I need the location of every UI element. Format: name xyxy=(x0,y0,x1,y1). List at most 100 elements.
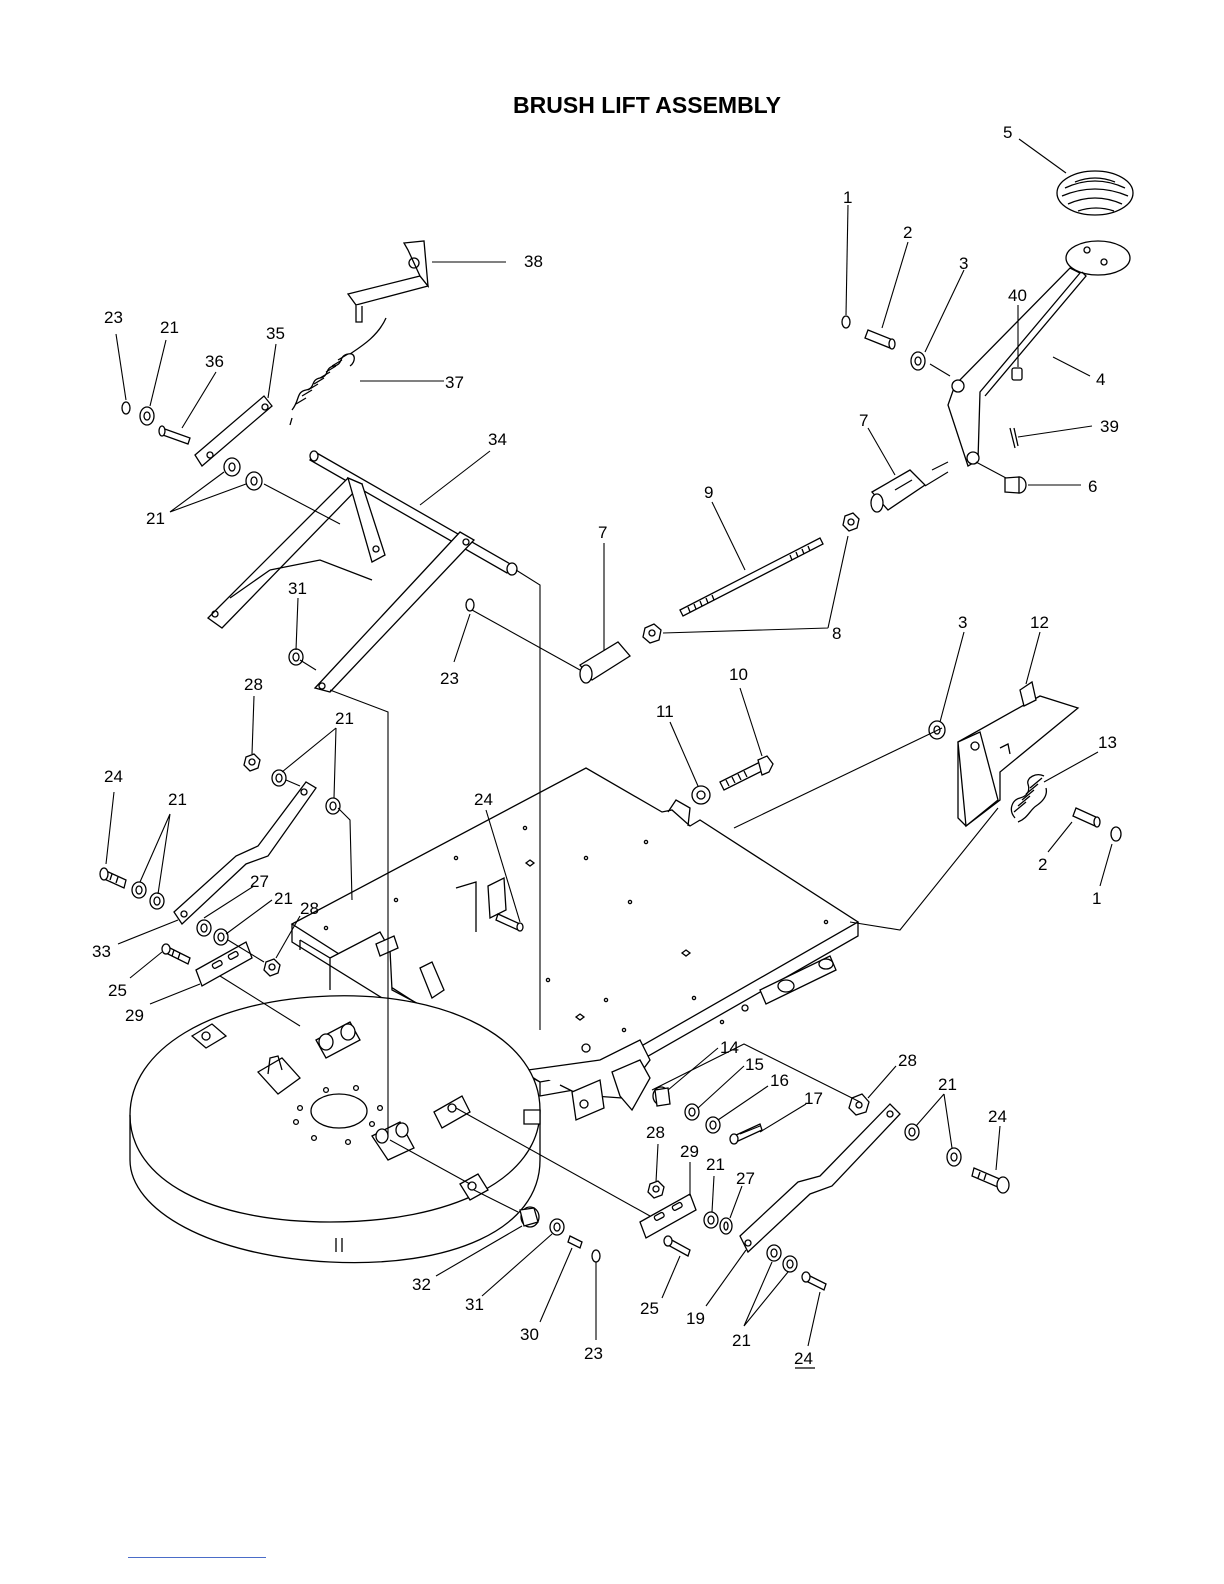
callout-23-lower: 23 xyxy=(584,1344,603,1363)
callout-12: 12 xyxy=(1030,613,1049,632)
bolt-24-lower-right xyxy=(802,1272,826,1290)
callout-24-center: 24 xyxy=(474,790,493,809)
callout-14: 14 xyxy=(720,1038,739,1057)
washer-21-lower-mid xyxy=(704,1212,718,1228)
callout-4: 4 xyxy=(1096,370,1105,389)
pivot-bracket-12 xyxy=(958,682,1078,826)
clevis-7-upper xyxy=(871,470,925,512)
callout-40: 40 xyxy=(1008,286,1027,305)
callout-35: 35 xyxy=(266,324,285,343)
retaining-ring-1 xyxy=(842,316,850,328)
bolt-24-left xyxy=(100,868,126,888)
callout-24-lower-right: 24 xyxy=(794,1349,813,1368)
callout-13: 13 xyxy=(1098,733,1117,752)
lock-washer-27-right xyxy=(720,1218,732,1234)
adjust-plate-29-left xyxy=(196,942,252,986)
callout-7-lower: 7 xyxy=(598,523,607,542)
callout-25-right: 25 xyxy=(640,1299,659,1318)
threaded-rod-9 xyxy=(680,538,823,616)
callout-37: 37 xyxy=(445,373,464,392)
cotter-pin-39 xyxy=(1010,428,1018,448)
hex-nut-8-upper xyxy=(843,513,859,531)
clevis-pin-6 xyxy=(1005,477,1026,493)
torsion-spring-13 xyxy=(1011,775,1046,822)
callout-21-lower-mid: 21 xyxy=(706,1155,725,1174)
hex-nut-8-lower xyxy=(643,624,661,643)
pedal-pad xyxy=(1057,171,1133,215)
callout-8: 8 xyxy=(832,624,841,643)
washer-21-right-a xyxy=(905,1124,919,1140)
callout-3-lower: 3 xyxy=(958,613,967,632)
retaining-ring-23-mid xyxy=(466,599,474,611)
callout-31-lower: 31 xyxy=(465,1295,484,1314)
callout-6: 6 xyxy=(1088,477,1097,496)
washer-15 xyxy=(685,1104,699,1120)
lift-link-33 xyxy=(174,782,316,924)
callout-24-left: 24 xyxy=(104,767,123,786)
spring-bracket-38 xyxy=(348,241,428,322)
callout-38: 38 xyxy=(524,252,543,271)
callout-21-lower-right: 21 xyxy=(732,1331,751,1350)
washer-21-left-a xyxy=(272,770,286,786)
bolt-25-left xyxy=(162,944,190,964)
callout-27-right: 27 xyxy=(736,1169,755,1188)
pin-30 xyxy=(568,1236,582,1248)
washer-28-left xyxy=(244,754,260,771)
callout-9: 9 xyxy=(704,483,713,502)
callout-15: 15 xyxy=(745,1055,764,1074)
callout-27-left: 27 xyxy=(250,872,269,891)
washer-21-right-b xyxy=(947,1148,961,1166)
callout-21-left-lower: 21 xyxy=(274,889,293,908)
callout-19: 19 xyxy=(686,1309,705,1328)
callout-21-right: 21 xyxy=(938,1075,957,1094)
nut-28-lower-mid xyxy=(648,1181,664,1198)
pivot-pin-2 xyxy=(865,330,895,349)
callout-21-left-upper: 21 xyxy=(335,709,354,728)
callout-2: 2 xyxy=(903,223,912,242)
washers-21-lower-right-pair xyxy=(767,1245,797,1272)
callout-28-right: 28 xyxy=(898,1051,917,1070)
callout-31-upper: 31 xyxy=(288,579,307,598)
nut-28-left-lower xyxy=(264,959,280,976)
callout-30: 30 xyxy=(520,1325,539,1344)
callout-24-right: 24 xyxy=(988,1107,1007,1126)
brush-deck xyxy=(130,996,540,1263)
washer-21-left-b xyxy=(326,798,340,814)
shoulder-bolt-36 xyxy=(159,426,190,444)
callout-5: 5 xyxy=(1003,123,1012,142)
spacer-31-lower xyxy=(550,1219,564,1235)
spacer-31-upper xyxy=(289,649,303,665)
bolt-10 xyxy=(720,756,773,790)
callout-25-left: 25 xyxy=(108,981,127,1000)
callout-28-left-lower: 28 xyxy=(300,899,319,918)
callout-34: 34 xyxy=(488,430,507,449)
nut-28-right xyxy=(849,1094,869,1115)
bolt-24-right xyxy=(972,1168,1009,1193)
callout-36: 36 xyxy=(205,352,224,371)
lock-washer-27-left xyxy=(197,920,211,936)
bolt-25-right xyxy=(664,1236,690,1256)
callout-21-upper-left: 21 xyxy=(160,318,179,337)
extension-spring-37 xyxy=(290,318,386,425)
callout-29-right: 29 xyxy=(680,1142,699,1161)
washer-21-left-c xyxy=(214,929,228,945)
callout-10: 10 xyxy=(729,665,748,684)
callout-1-lower: 1 xyxy=(1092,889,1101,908)
callout-33: 33 xyxy=(92,942,111,961)
callout-21-left-pair: 21 xyxy=(168,790,187,809)
callout-28-lower-mid: 28 xyxy=(646,1123,665,1142)
callout-29-left: 29 xyxy=(125,1006,144,1025)
retaining-ring-23-lower xyxy=(592,1250,600,1262)
callout-28-left: 28 xyxy=(244,675,263,694)
washer-3 xyxy=(911,352,925,370)
callout-1: 1 xyxy=(843,188,852,207)
callout-3: 3 xyxy=(959,254,968,273)
callout-2-lower: 2 xyxy=(1038,855,1047,874)
callout-11: 11 xyxy=(656,702,674,721)
callout-23-upper-left: 23 xyxy=(104,308,123,327)
callout-17: 17 xyxy=(804,1089,823,1108)
callout-39: 39 xyxy=(1100,417,1119,436)
bushing-40 xyxy=(1012,368,1022,380)
pivot-pin-2-lower xyxy=(1073,808,1100,827)
